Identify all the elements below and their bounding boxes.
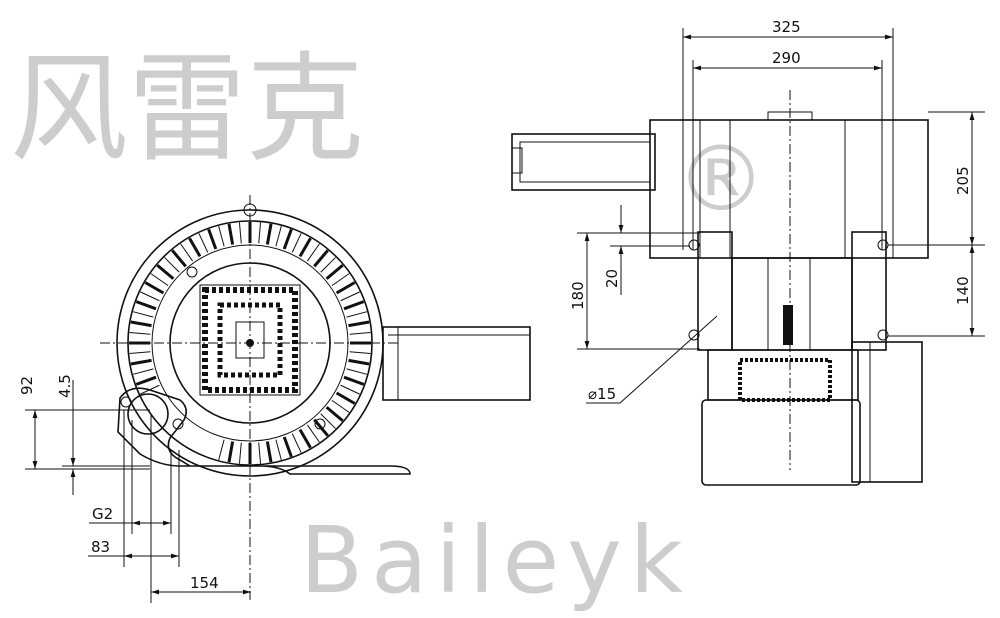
cooling-fin [335,391,356,405]
watermark-chinese: 风雷克 [10,40,364,178]
cooling-fin [340,291,360,302]
cooling-fin [156,264,175,280]
cooling-fin [130,358,152,366]
cooling-fin [238,222,242,244]
dim-140: 140 [954,276,972,305]
cooling-fin [291,233,302,253]
cooling-fin [343,375,365,386]
cooling-fin [282,228,293,250]
cooling-fin [150,273,169,287]
cooling-fin [320,413,336,429]
cooling-fin [135,375,157,386]
cooling-fin [227,223,235,245]
cooling-fin [331,273,350,287]
cooling-fin [349,351,371,355]
dim-325: 325 [772,18,801,36]
cooling-fin [132,368,154,375]
motor-terminal-side [382,326,531,401]
cooling-fin [325,264,344,280]
cooling-fin [144,281,165,295]
watermark: 风雷克 ® Baileyk [10,40,766,614]
cooling-fin [335,281,356,295]
cooling-fin [306,243,320,262]
cooling-fin [306,424,320,443]
watermark-latin: Baileyk [300,507,691,614]
cooling-fin [346,368,368,375]
cooling-fin [135,300,157,311]
cooling-fin [164,257,180,273]
cooling-fin [331,399,350,413]
outlet-flange [117,387,411,475]
cooling-fin [348,320,370,328]
dim-180: 180 [569,281,587,310]
cooling-fin [275,225,282,247]
cooling-fin [130,320,152,328]
dim-4-5: 4.5 [56,374,74,398]
dim-205: 205 [954,166,972,195]
dim-hole-diameter: ⌀15 [588,385,616,403]
cooling-fin [313,249,329,268]
cooling-fin [349,331,371,335]
cooling-fin [346,311,368,318]
front-dimensions: 92 4.5 G2 83 154 [18,374,251,603]
side-dimensions: 325 290 205 140 180 20 ⌀15 [569,18,985,404]
cooling-fin [265,441,273,463]
cooling-fin [140,291,160,302]
cooling-fin [238,442,242,464]
cooling-fin [129,331,151,335]
cooling-fin [218,225,225,247]
front-view [100,195,531,600]
cooling-fin [129,351,151,355]
dim-290: 290 [772,49,801,67]
dim-20: 20 [603,269,621,288]
cooling-fin [282,436,293,458]
cooling-fin [180,243,194,262]
cooling-fin [343,300,365,311]
cooling-fin [227,441,235,463]
cooling-fin [291,433,302,453]
motor-flange [707,349,859,401]
cooling-fin [265,223,273,245]
cooling-fin [171,249,187,268]
cooling-fin [218,439,225,461]
cooling-fin [313,418,329,437]
cooling-fin [275,439,282,461]
cooling-fin [340,384,360,395]
watermark-registered: ® [676,127,766,232]
cooling-fin [320,257,336,273]
dim-154: 154 [190,574,219,592]
motor-body [701,399,861,486]
cooling-fin [198,233,209,253]
cooling-fin [298,428,312,449]
cooling-fin [207,228,218,250]
dim-g2: G2 [92,505,113,523]
cooling-fin [132,311,154,318]
cooling-fin [258,222,262,244]
dim-92: 92 [18,376,36,395]
cooling-fin [298,237,312,258]
cooling-fin [258,442,262,464]
cooling-fin [348,358,370,366]
motor-terminal-box [851,341,923,483]
cooling-fin [325,406,344,422]
dim-83: 83 [91,538,110,556]
outlet-port [127,393,169,435]
cooling-fin [188,237,202,258]
